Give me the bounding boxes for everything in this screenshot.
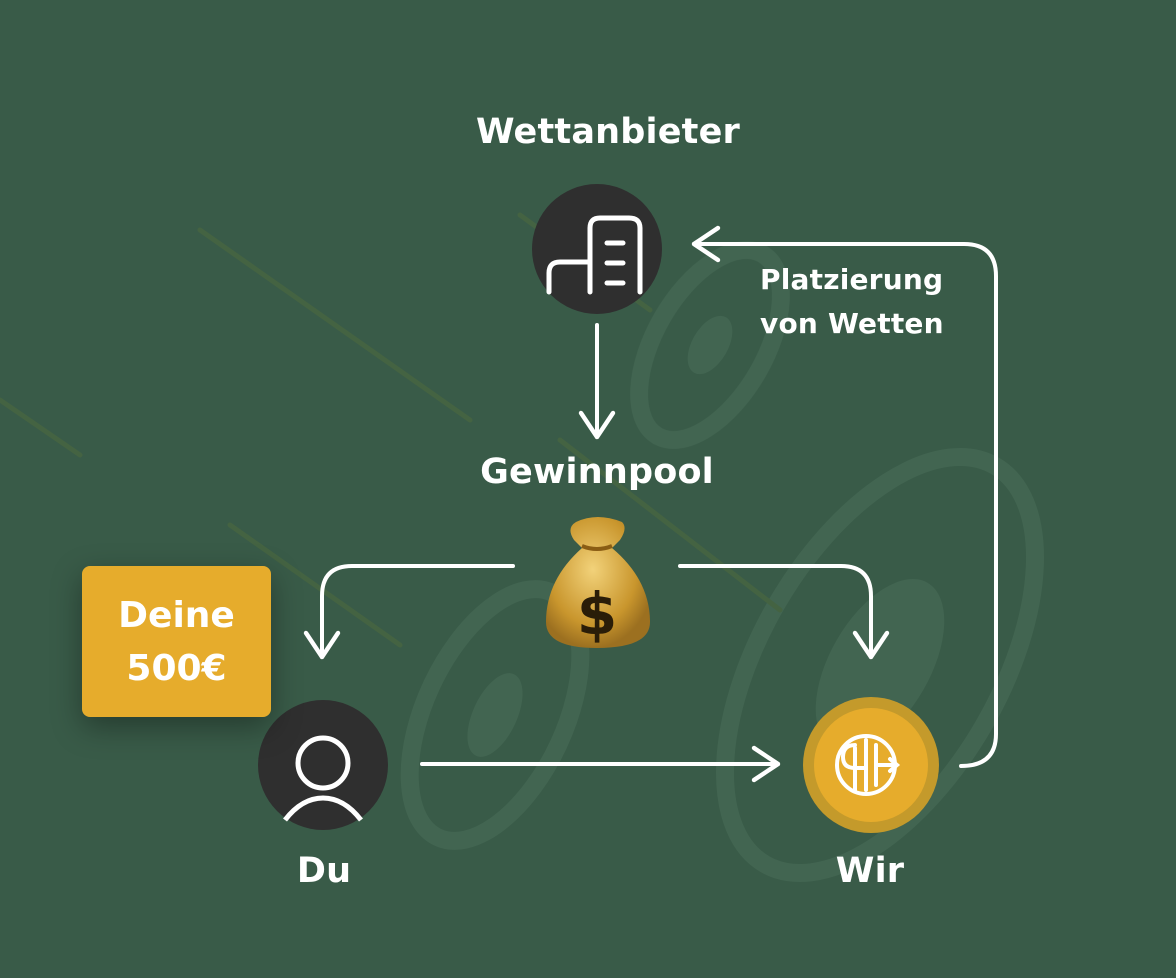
svg-text:$: $ [577, 580, 617, 648]
amount-badge-text: Deine 500€ [118, 594, 235, 689]
provider-label: Wettanbieter [475, 112, 740, 152]
brand-logo [835, 734, 901, 796]
you-node [258, 700, 388, 830]
us-label: Wir [835, 851, 905, 891]
placement-edge-label: Platzierung von Wetten [760, 263, 944, 340]
arrow-pool-to-us [678, 564, 890, 660]
you-label: Du [296, 851, 352, 891]
money-bag-icon: $ [546, 517, 650, 648]
arrow-us-to-provider [691, 225, 998, 768]
user-icon [283, 735, 363, 822]
pool-label: Gewinnpool [480, 452, 714, 492]
us-node [803, 697, 939, 833]
amount-badge: Deine 500€ [82, 566, 271, 717]
building-icon [546, 215, 643, 295]
arrows [303, 225, 998, 783]
arrow-pool-to-you [303, 564, 515, 660]
provider-node [532, 184, 662, 314]
